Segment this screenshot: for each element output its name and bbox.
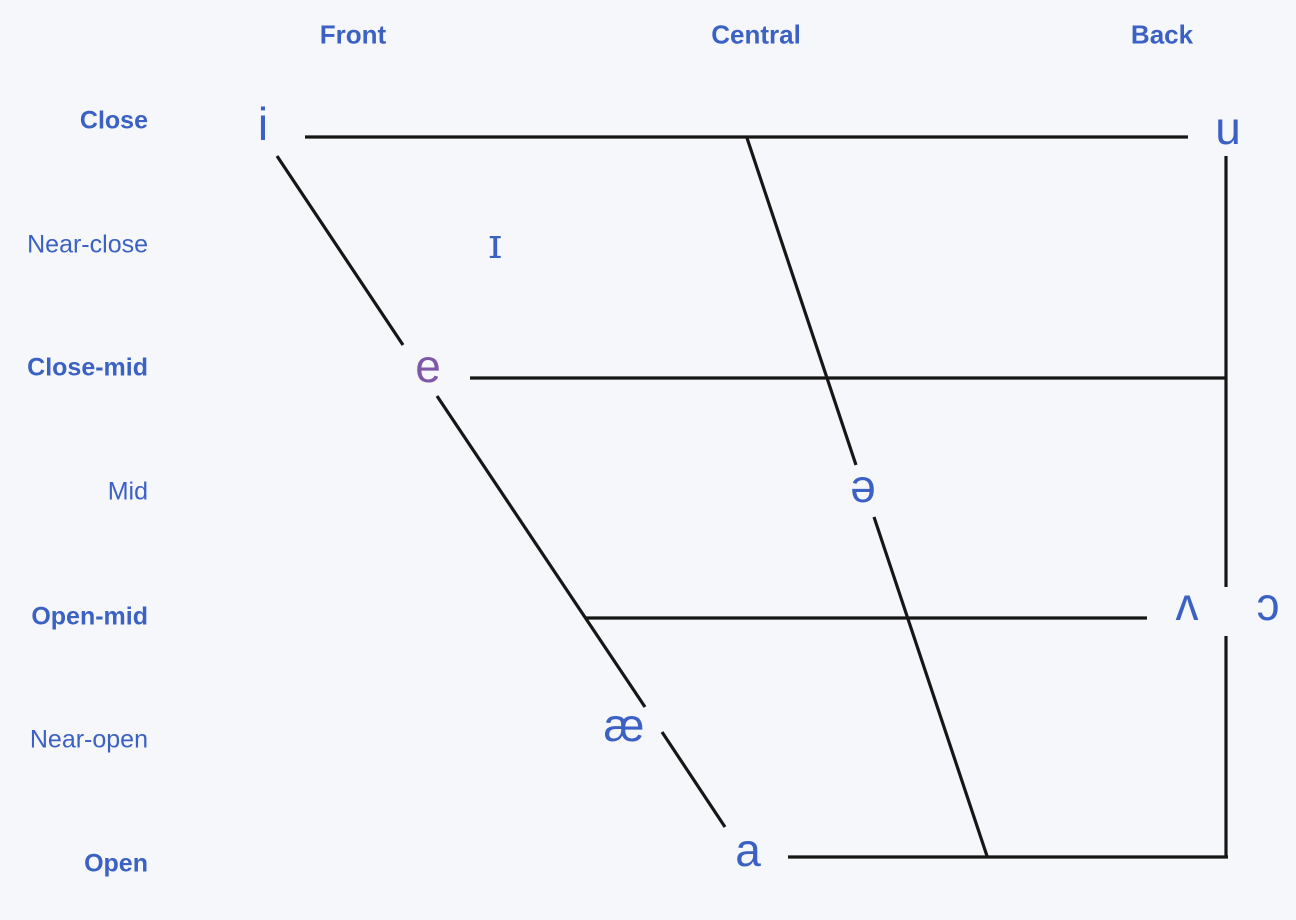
line-central-line-lower: [872, 516, 989, 857]
line-front-edge-upper: [275, 155, 405, 346]
vowel-u-close-back[interactable]: u: [1215, 102, 1241, 154]
row-label-open: Open: [84, 849, 148, 878]
row-label-near-open: Near-open: [29, 725, 148, 754]
column-header-back: Back: [1130, 19, 1194, 50]
vowel-a-open-front[interactable]: a: [735, 824, 761, 876]
line-central-line-upper: [745, 137, 858, 466]
vowel-schwa-mid-central[interactable]: ə: [850, 460, 876, 512]
vowel-i-close-front[interactable]: i: [257, 98, 269, 150]
line-front-edge-middle: [435, 395, 647, 708]
row-label-near-close: Near-close: [27, 230, 148, 259]
column-header-central: Central: [711, 19, 801, 50]
vowel-open-o-open-mid-back[interactable]: ɔ: [1256, 578, 1280, 630]
vowel-small-cap-i-near-close[interactable]: ɪ: [488, 219, 502, 268]
row-label-close-mid: Close-mid: [27, 353, 148, 382]
column-header-front: Front: [319, 19, 387, 50]
row-label-close: Close: [79, 106, 148, 135]
vowel-e-close-mid-front[interactable]: e: [415, 340, 441, 392]
row-label-open-mid: Open-mid: [31, 602, 148, 631]
vowel-turned-v-open-mid-back[interactable]: ʌ: [1175, 578, 1199, 630]
row-label-mid: Mid: [107, 477, 148, 506]
line-front-edge-lower: [660, 731, 727, 828]
vowel-ash-near-open-front[interactable]: æ: [603, 699, 645, 751]
